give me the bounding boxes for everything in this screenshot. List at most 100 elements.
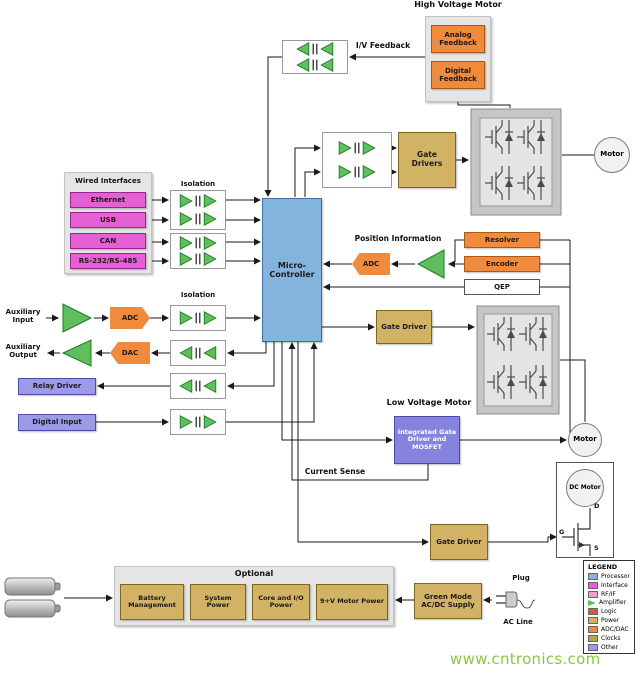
auxiliary-output-label: Auxiliary Output	[5, 343, 41, 360]
plug-icon	[496, 591, 536, 609]
ethernet-block: Ethernet	[70, 192, 146, 208]
amplifier-icon	[62, 303, 93, 333]
legend-item: ADC/DAC	[588, 626, 634, 633]
legend-color-swatch	[588, 617, 598, 624]
gate-driver-bottom-block: Gate Driver	[430, 524, 488, 560]
isolation-block	[170, 233, 226, 269]
legend-item: Clocks	[588, 635, 634, 642]
legend-color-swatch	[588, 591, 598, 598]
micro-controller-block: Micro-Controller	[262, 198, 322, 342]
adc-position-block: ADC	[352, 253, 390, 275]
legend-color-swatch	[588, 582, 598, 589]
legend-item-label: ADC/DAC	[601, 625, 629, 633]
isolation-block	[170, 373, 226, 399]
legend-color-swatch	[588, 608, 598, 615]
isolation-label: Isolation	[180, 291, 216, 299]
optional-title: Optional	[234, 569, 274, 578]
isolation-amplifier-icon	[296, 42, 334, 56]
legend-item: Power	[588, 617, 634, 624]
legend-item-label: Interface	[601, 581, 628, 589]
hv-motor-circle: Motor	[594, 137, 630, 173]
legend-color-swatch	[588, 573, 598, 580]
legend-item: Processor	[588, 573, 634, 580]
adc-aux-block: ADC	[110, 307, 150, 329]
igbt-power-module-icon	[470, 108, 562, 216]
usb-block: USB	[70, 212, 146, 228]
resolver-block: Resolver	[464, 232, 540, 248]
legend-color-swatch	[588, 644, 598, 651]
relay-driver-block: Relay Driver	[18, 378, 96, 395]
core-io-power-block: Core and I/O Power	[252, 584, 310, 620]
isolation-amplifier-icon	[179, 346, 217, 360]
isolation-amplifier-icon	[179, 311, 217, 325]
legend-item-label: Amplifier	[599, 599, 627, 606]
battery-management-block: Battery Management	[120, 584, 184, 620]
lv-motor-circle: Motor	[568, 423, 602, 457]
isolation-block	[170, 190, 226, 230]
isolation-block	[322, 132, 392, 188]
current-sense-label: Current Sense	[304, 467, 366, 476]
legend-item-label: RF/IF	[601, 590, 616, 598]
battery-icon	[4, 577, 61, 618]
legend-item: RF/IF	[588, 591, 634, 598]
amplifier-icon	[416, 249, 445, 279]
legend-item-label: Power	[601, 616, 620, 624]
dac-aux-block: DAC	[110, 342, 150, 364]
digital-feedback-block: Digital Feedback	[431, 61, 485, 89]
gate-drivers-block: Gate Drivers	[398, 132, 456, 188]
amplifier-icon	[61, 339, 92, 367]
ac-line-label: AC Line	[503, 618, 533, 626]
isolation-block	[170, 305, 226, 331]
mosfet-icon	[562, 508, 591, 556]
isolation-amplifier-icon	[338, 141, 376, 156]
isolation-amplifier-icon	[179, 212, 217, 226]
green-mode-supply-block: Green Mode AC/DC Supply	[414, 583, 482, 619]
legend-item-label: Logic	[601, 607, 617, 615]
motor-power-block: 9+V Motor Power	[316, 584, 388, 620]
mosfet-drain-pin-label: D	[594, 502, 600, 510]
legend-item: Interface	[588, 582, 634, 589]
integrated-gate-driver-block: Integrated Gate Driver and MOSFET	[394, 416, 460, 464]
can-block: CAN	[70, 233, 146, 249]
legend-title: LEGEND	[588, 563, 618, 571]
isolation-block	[282, 40, 348, 74]
position-information-label: Position Information	[354, 234, 442, 243]
isolation-amplifier-icon	[179, 194, 217, 208]
high-voltage-motor-title: High Voltage Motor	[414, 0, 502, 9]
dc-motor-circle: DC Motor	[566, 469, 604, 507]
legend-color-swatch	[588, 626, 598, 633]
legend-item: Amplifier	[588, 600, 634, 606]
isolation-block	[170, 409, 226, 435]
isolation-amplifier-icon	[179, 252, 217, 267]
legend-item: Logic	[588, 608, 634, 615]
isolation-label: Isolation	[180, 180, 216, 188]
isolation-block	[170, 340, 226, 366]
isolation-amplifier-icon	[179, 415, 217, 429]
wired-interfaces-title: Wired Interfaces	[75, 177, 141, 185]
rs232-rs485-block: RS-232/RS-485	[70, 253, 146, 269]
legend-item-label: Processor	[601, 572, 630, 580]
low-voltage-motor-title: Low Voltage Motor	[386, 398, 472, 407]
legend-color-swatch	[588, 635, 598, 642]
mosfet-gate-pin-label: G	[559, 528, 565, 536]
encoder-block: Encoder	[464, 256, 540, 272]
legend-item-label: Clocks	[601, 634, 621, 642]
watermark-text: www.cntronics.com	[450, 650, 601, 668]
isolation-amplifier-icon	[179, 379, 217, 393]
mosfet-source-pin-label: S	[594, 544, 599, 552]
qep-block: QEP	[464, 279, 540, 295]
plug-label: Plug	[512, 574, 530, 582]
gate-driver-mid-block: Gate Driver	[376, 310, 432, 344]
system-power-block: System Power	[190, 584, 246, 620]
digital-input-block: Digital Input	[18, 414, 96, 431]
iv-feedback-label: I/V Feedback	[355, 41, 411, 50]
legend-item-label: Other	[601, 643, 619, 651]
isolation-amplifier-icon	[296, 58, 334, 72]
igbt-power-module-icon	[476, 305, 560, 415]
analog-feedback-block: Analog Feedback	[431, 25, 485, 53]
isolation-amplifier-icon	[338, 164, 376, 179]
legend-item: Other	[588, 644, 634, 651]
